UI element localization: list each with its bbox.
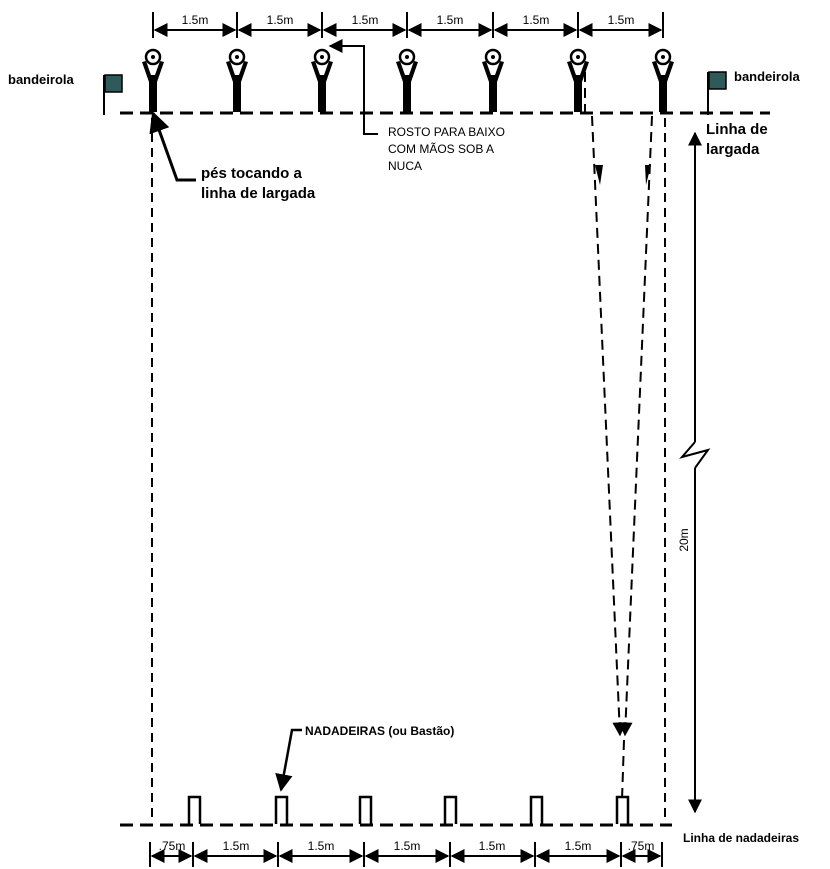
swim-path-arrowheads <box>595 165 651 185</box>
swimmer-figure <box>142 48 164 112</box>
feet-note-pointer <box>149 111 196 182</box>
flag-right-label: bandeirola <box>734 69 801 84</box>
swimmer-figure <box>311 48 333 112</box>
face-note: NUCA <box>388 159 422 173</box>
distance-label: 20m <box>677 528 691 551</box>
top-spacing-label: 1.5m <box>437 13 464 27</box>
face-note: ROSTO PARA BAIXO <box>388 125 505 139</box>
flag-left-label: bandeirola <box>8 72 75 87</box>
bottom-spacing-label: 1.5m <box>308 839 335 853</box>
top-spacing-label: 1.5m <box>267 13 294 27</box>
bottom-spacing-label: 1.5m <box>479 839 506 853</box>
bottom-spacing-label: 1.5m <box>394 839 421 853</box>
face-note-pointer <box>328 39 378 135</box>
bottom-spacing-labels: .75m 1.5m 1.5m 1.5m 1.5m 1.5m .75m <box>159 839 655 853</box>
swimmer-figure <box>226 48 248 112</box>
start-line-label: largada <box>706 141 760 158</box>
top-spacing-labels: 1.5m 1.5m 1.5m 1.5m 1.5m 1.5m <box>182 13 635 27</box>
bottom-spacing-label: 1.5m <box>565 839 592 853</box>
bottom-dimensions <box>149 842 663 867</box>
top-spacing-label: 1.5m <box>523 13 550 27</box>
swimmer-figure <box>482 48 504 112</box>
swimmer-figure <box>567 48 589 112</box>
flag-right-icon <box>707 71 727 115</box>
swimmer-figures <box>142 48 674 112</box>
feet-note: linha de largada <box>201 185 316 202</box>
fins-markers <box>187 795 630 824</box>
swimmer-figure <box>652 48 674 112</box>
bottom-spacing-label: 1.5m <box>223 839 250 853</box>
top-dimensions <box>152 12 664 38</box>
top-spacing-label: 1.5m <box>182 13 209 27</box>
feet-note: pés tocando a <box>201 165 303 182</box>
start-line-label: Linha de <box>706 121 768 138</box>
bottom-spacing-label: .75m <box>628 839 655 853</box>
face-note: COM MÃOS SOB A <box>388 142 494 156</box>
top-spacing-label: 1.5m <box>352 13 379 27</box>
distance-dimension <box>679 131 711 814</box>
swim-path-arrows <box>584 72 653 801</box>
flag-left-icon <box>103 74 123 115</box>
top-spacing-label: 1.5m <box>608 13 635 27</box>
lane-boundaries <box>151 118 666 818</box>
swimmer-figure <box>396 48 418 112</box>
fins-pointer <box>275 728 302 792</box>
fins-label: NADADEIRAS (ou Bastão) <box>305 724 454 738</box>
fins-line-label: Linha de nadadeiras <box>683 831 799 845</box>
bottom-spacing-label: .75m <box>159 839 186 853</box>
